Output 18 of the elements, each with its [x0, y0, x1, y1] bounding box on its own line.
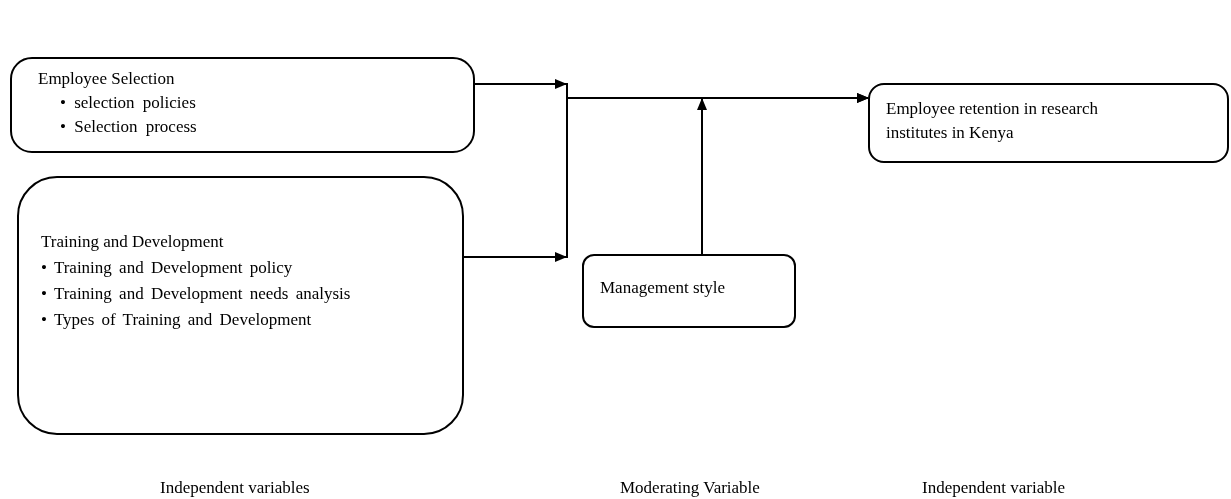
arrow — [463, 93, 869, 262]
caption-text: Independent variable — [922, 477, 1065, 499]
box-heading: Employee Selection — [38, 68, 176, 90]
rounded-box — [17, 176, 464, 435]
bullet-item: • Selection process — [60, 116, 198, 138]
caption-text: Independent variables — [160, 477, 310, 499]
bullet-item: • selection policies — [60, 92, 197, 114]
bullet-item: • Training and Development policy — [41, 257, 294, 279]
box-heading: Training and Development — [41, 231, 225, 253]
caption-text: Moderating Variable — [620, 477, 760, 499]
rounded-box — [868, 83, 1229, 163]
box-text: Employee retention in research institutes in Kenya — [886, 98, 1099, 144]
box-text: Management style — [600, 277, 727, 299]
bullet-item: • Training and Development needs analysis — [41, 283, 352, 305]
arrow — [697, 98, 707, 255]
rounded-box — [10, 57, 475, 153]
bullet-item: • Types of Training and Development — [41, 309, 313, 331]
rounded-box — [582, 254, 796, 328]
